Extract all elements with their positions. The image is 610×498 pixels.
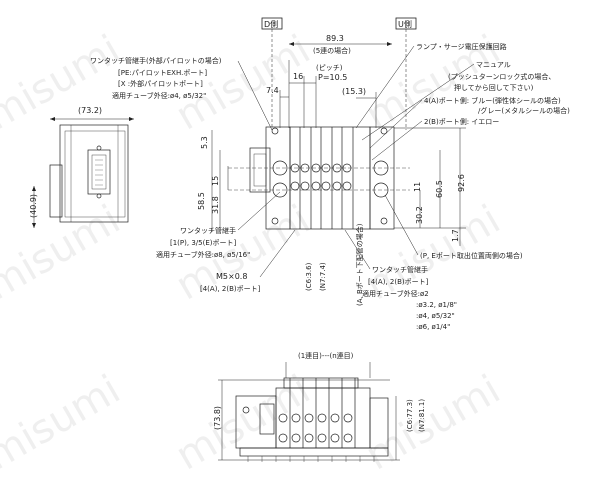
right-dims — [394, 127, 466, 246]
front-view — [218, 377, 400, 462]
label-tube-4: :ø4, ø5/32" — [416, 312, 455, 320]
label-n7: (N7:7.4) — [319, 262, 327, 291]
svg-text:16: 16 — [293, 72, 303, 81]
dim-40-9: (40.9) — [29, 194, 38, 218]
svg-text:U側: U側 — [398, 19, 412, 29]
leader-pe-both — [384, 194, 419, 256]
label-port-1-3: [1(P), 3/5(E)ポート] — [170, 239, 236, 247]
dim-7-4: 7.4 — [266, 86, 289, 128]
station-range-marks — [285, 362, 371, 378]
dim-5-3: 5.3 — [200, 136, 209, 149]
label-lamp-surge: ランプ・サージ電圧保護回路 — [416, 42, 507, 51]
label-tube-6: :ø6, ø1/4" — [416, 323, 450, 331]
label-tube-od-1: 適用チューブ外径:ø4, ø5/32" — [112, 91, 206, 100]
dim-16: 16 — [288, 60, 304, 128]
label-manual-push1: (プッシュターンロック式の場合、 — [448, 72, 555, 81]
label-port-4-2b: [4(A), 2(B)ポート] — [368, 278, 429, 286]
top-leaders — [355, 45, 475, 161]
label-fitting-3: ワンタッチ管継手 — [372, 265, 428, 274]
d-side-marker: D側 — [261, 17, 283, 130]
label-fitting-ext: ワンタッチ管継手(外部パイロットの場合) — [90, 56, 222, 65]
label-x-port: [X :外部パイロットポート] — [118, 79, 203, 88]
dim-30-2: 30.2 — [415, 206, 424, 224]
label-pe-both: (P, Eポート取出位置両側の場合) — [420, 251, 523, 260]
left-dims — [211, 130, 229, 232]
dim-1-7: 1.7 — [451, 229, 460, 242]
dim-58-5: 58.5 — [197, 192, 206, 210]
label-port2: 2(B)ポート側: イエロー — [424, 117, 499, 126]
dim-89-3: 89.3 (5連の場合) — [289, 34, 392, 55]
label-n7-81: (N7:81.1) — [418, 399, 426, 432]
label-pitch: (ピッチ) — [316, 64, 343, 72]
main-top-view — [228, 126, 410, 230]
label-port4-b: /グレー(メタルシールの場合) — [478, 106, 570, 115]
label-port4-a: 4(A)ポート側: ブルー(弾性体シールの場合) — [424, 96, 561, 105]
label-tube-od-2: 適用チューブ外径:ø8, ø5/16" — [156, 250, 250, 259]
leader-m5 — [259, 229, 296, 278]
dim-31-8: 31.8 — [211, 196, 220, 214]
label-c6: (C6:3.6) — [305, 262, 313, 291]
label-manual: マニュアル — [476, 61, 511, 69]
label-pe-port: [PE:パイロットEXH.ポート] — [118, 69, 207, 77]
dim-73-2: (73.2) — [78, 106, 102, 115]
label-p-pitch: P=10.5 — [318, 73, 347, 82]
dim-pitch — [303, 76, 317, 128]
leader-fitting-2 — [237, 191, 281, 231]
label-fitting-2: ワンタッチ管継手 — [180, 226, 236, 235]
label-port-4-2: [4(A), 2(B)ポート] — [200, 285, 261, 293]
label-tube-od-3: 適用チューブ外径:ø2 — [362, 289, 429, 298]
label-tube-3-2: :ø3.2, ø1/8" — [416, 301, 457, 309]
label-c6-77: (C6:77.3) — [406, 399, 414, 432]
label-manual-push2: 押してから回して下さい) — [454, 83, 534, 92]
svg-text:(5連の場合): (5連の場合) — [313, 46, 351, 55]
dim-15-3: (15.3) — [342, 87, 377, 128]
label-m5: M5×0.8 — [216, 272, 247, 281]
leader-fitting-ext — [237, 60, 273, 131]
dim-60-5: 60.5 — [435, 180, 444, 198]
svg-text:89.3: 89.3 — [326, 34, 344, 43]
dim-15: 15 — [211, 176, 220, 186]
svg-text:(15.3): (15.3) — [342, 87, 366, 96]
dim-73-8: (73.8) — [213, 406, 222, 430]
dim-11: 11 — [413, 182, 422, 192]
leader-fitting-3 — [344, 229, 371, 270]
label-station-range: (1連目)---(n連目) — [298, 351, 354, 360]
dim-92-6: 92.6 — [457, 174, 466, 192]
label-ab-port-bottom: (A, Bポート下配管の場合) — [355, 223, 364, 306]
svg-text:D側: D側 — [264, 19, 278, 29]
left-side-view — [32, 117, 134, 228]
u-side-marker: U側 — [395, 17, 417, 130]
svg-text:7.4: 7.4 — [266, 86, 279, 95]
